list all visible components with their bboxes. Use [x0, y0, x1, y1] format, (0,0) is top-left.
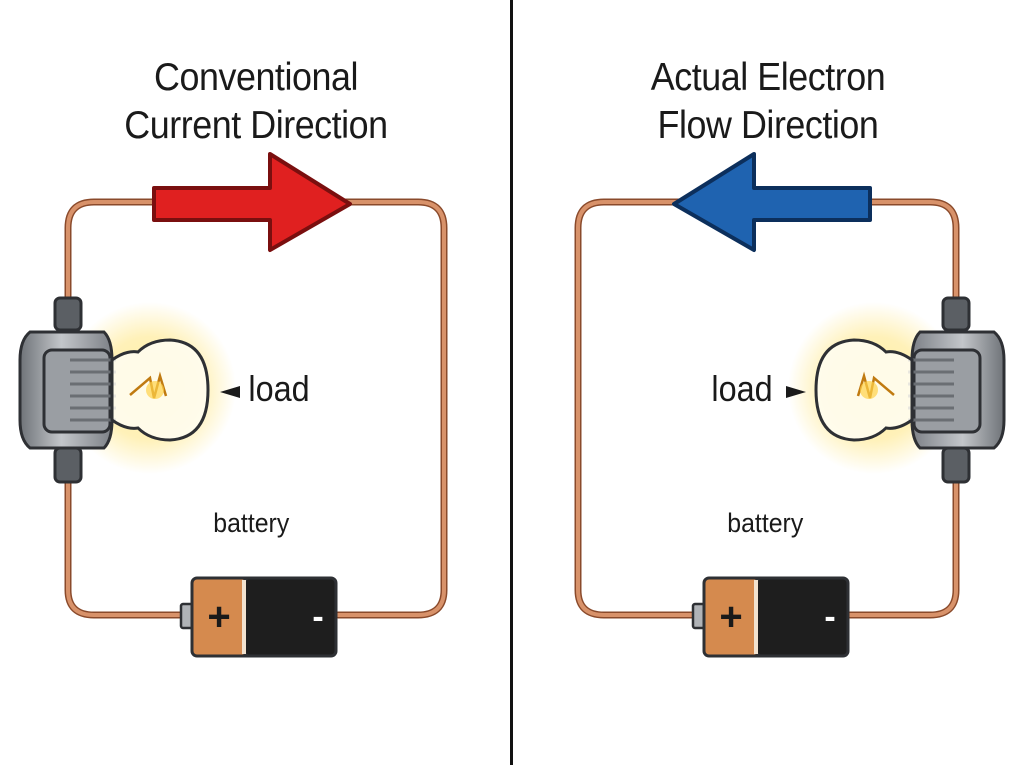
lamp-socket	[908, 296, 1006, 484]
conventional-current-arrow	[152, 152, 352, 252]
electron-flow-arrow	[672, 152, 872, 252]
battery-icon: + -	[179, 576, 338, 658]
load-label: load	[248, 368, 310, 409]
light-bulb-icon	[814, 338, 914, 442]
electron-flow-panel: Actual Electron Flow Direction	[512, 0, 1024, 765]
wire	[64, 198, 448, 619]
conventional-current-panel: Conventional Current Direction	[18, 54, 491, 658]
battery-negative-sign: -	[824, 598, 835, 636]
battery-label: battery	[213, 508, 290, 538]
title-line-2: Flow Direction	[657, 104, 879, 147]
load-label: load	[711, 368, 773, 409]
title-line-2: Current Direction	[124, 104, 388, 147]
load-pointer	[786, 386, 806, 398]
battery-negative-sign: -	[312, 598, 323, 636]
light-bulb-icon	[110, 338, 210, 442]
load-pointer	[220, 386, 240, 398]
circuit-diagram: + -	[574, 152, 1006, 658]
panel-title: Conventional Current Direction	[20, 54, 491, 150]
wire	[574, 198, 960, 619]
panel-title: Actual Electron Flow Direction	[532, 54, 1003, 150]
panel-divider	[510, 0, 513, 765]
circuit-diagram: + -	[18, 152, 448, 658]
battery-label: battery	[727, 508, 804, 538]
title-line-1: Conventional	[154, 56, 358, 99]
battery-positive-sign: +	[719, 595, 742, 639]
title-line-1: Actual Electron	[650, 56, 886, 99]
battery-icon: + -	[691, 576, 850, 658]
battery-positive-sign: +	[207, 595, 230, 639]
lamp-socket	[18, 296, 116, 484]
